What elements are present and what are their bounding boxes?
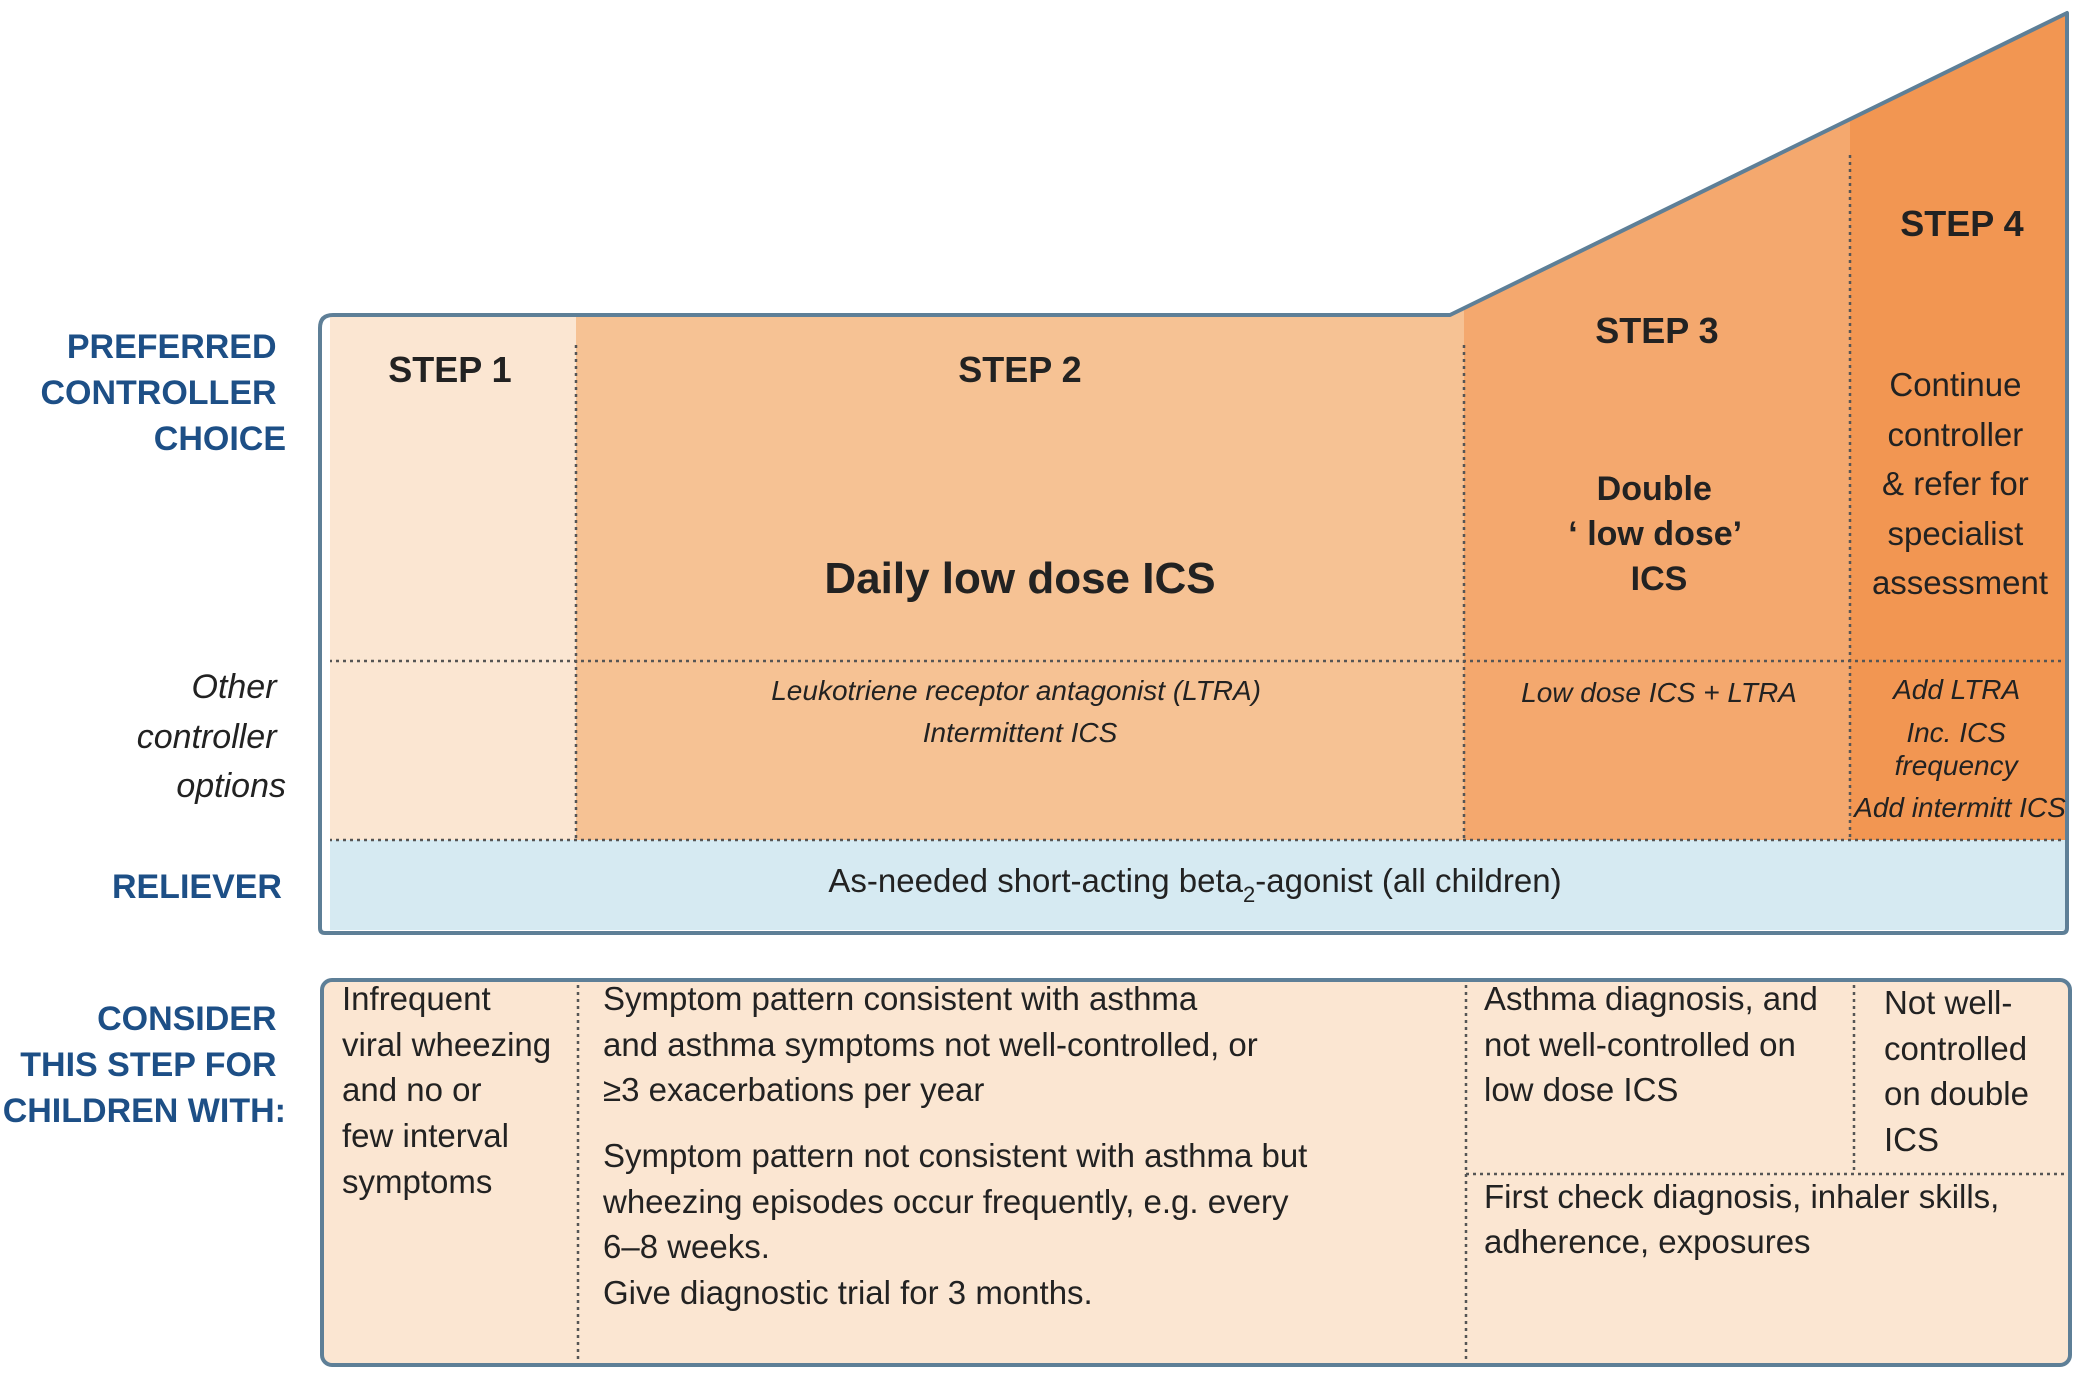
step1-title: STEP 1	[388, 349, 511, 390]
step2-title: STEP 2	[958, 349, 1081, 390]
step2-preferred: Daily low dose ICS	[824, 554, 1215, 603]
step4-other-options: Add LTRA Inc. ICS frequency Add intermit…	[1852, 674, 2066, 823]
reliever-band	[330, 840, 2067, 930]
consider-step2-non-asthma: Symptom pattern not consistent with asth…	[602, 1137, 1317, 1311]
step1-column	[330, 13, 576, 840]
consider-step1: Infrequent viral wheezing and no or few …	[342, 980, 560, 1200]
consider-step3: Asthma diagnosis, and not well-controlle…	[1484, 980, 1827, 1108]
consider-step3-4-check: First check diagnosis, inhaler skills, a…	[1484, 1178, 2009, 1260]
step2-column	[576, 13, 1464, 840]
consider-step4: Not well- controlled on double ICS	[1884, 984, 2038, 1158]
reliever-text: As-needed short-acting beta2-agonist (al…	[828, 862, 1561, 907]
consider-label: CONSIDER THIS STEP FOR CHILDREN WITH:	[3, 1000, 286, 1130]
consider-step2-asthma: Symptom pattern consistent with asthma a…	[603, 980, 1267, 1108]
step2-other-options: Leukotriene receptor antagonist (LTRA) I…	[771, 675, 1269, 748]
step4-column	[1850, 13, 2067, 840]
step4-title: STEP 4	[1900, 203, 2023, 244]
step3-title: STEP 3	[1595, 310, 1718, 351]
reliever-label: RELIEVER	[112, 868, 282, 906]
step-table	[330, 13, 2067, 930]
consider-table	[320, 978, 2072, 1367]
step3-preferred: Double ‘ low dose’ ICS	[1568, 470, 1749, 598]
step3-column	[1464, 13, 1850, 840]
preferred-controller-label: PREFERRED CONTROLLER CHOICE	[40, 328, 286, 458]
step3-other-options: Low dose ICS + LTRA	[1521, 677, 1797, 708]
other-controller-label: Other controller options	[137, 668, 286, 805]
step4-preferred: Continue controller & refer for speciali…	[1872, 366, 2048, 601]
step-table-border	[318, 11, 2069, 935]
